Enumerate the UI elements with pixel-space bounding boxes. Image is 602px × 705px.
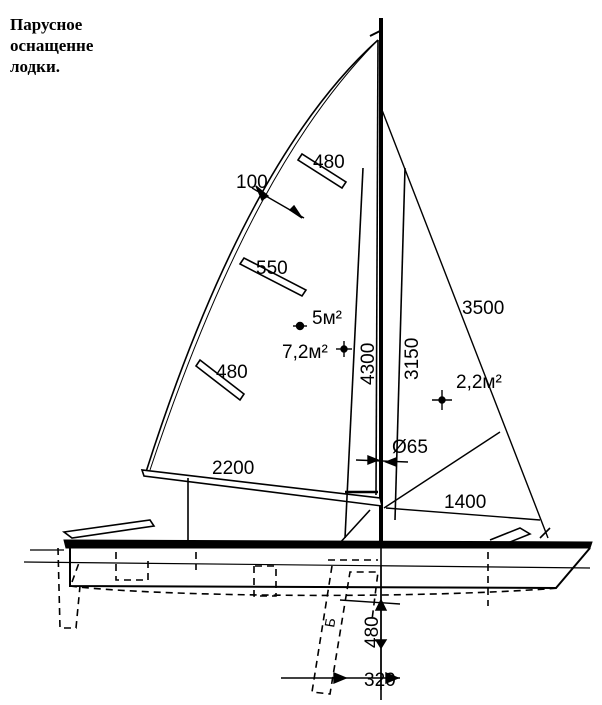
label-batten-spacing: 100 — [236, 172, 268, 193]
caption-line-3: лодки. — [10, 57, 60, 76]
batten-top — [296, 152, 348, 190]
label-jib-area: 2,2м² — [456, 372, 502, 393]
label-batten-top: 480 — [313, 152, 345, 173]
caption-line-2: оснащенне — [10, 36, 94, 55]
label-board-mark: Б — [321, 617, 338, 629]
label-boom: 2200 — [212, 458, 254, 479]
hidden-parts — [57, 540, 561, 695]
label-jib-foot: 1400 — [444, 492, 486, 513]
diagram-caption: Парусное оснащенне лодки. — [10, 14, 170, 77]
boom — [140, 469, 384, 540]
caption-line-1: Парусное — [10, 15, 83, 34]
label-forestay: 3500 — [462, 298, 504, 319]
label-luff-main: 4300 — [358, 343, 379, 385]
label-mast-diameter: Ø65 — [392, 437, 428, 458]
label-mast-lower: 3150 — [402, 338, 423, 380]
dimension-labels: 480 100 550 480 5м² 7,2м² 2,2м² 4300 315… — [212, 152, 504, 691]
jib — [381, 109, 549, 539]
label-board-depth: 480 — [362, 616, 383, 648]
batten-spacing-arrow — [251, 185, 305, 219]
label-total-area: 7,2м² — [282, 342, 328, 363]
label-board-width: 320 — [364, 670, 396, 691]
battens — [194, 152, 348, 402]
label-main-area: 5м² — [312, 308, 342, 329]
board-dimensions — [281, 566, 401, 690]
batten-mid — [238, 256, 308, 298]
label-batten-mid: 550 — [256, 258, 288, 279]
batten-low — [194, 358, 246, 402]
rudder — [57, 547, 81, 629]
hull — [23, 519, 593, 590]
centreboard — [311, 565, 379, 695]
label-batten-low: 480 — [216, 362, 248, 383]
centre-of-effort-marks — [293, 321, 452, 410]
mast-diameter-arrow — [355, 454, 409, 468]
